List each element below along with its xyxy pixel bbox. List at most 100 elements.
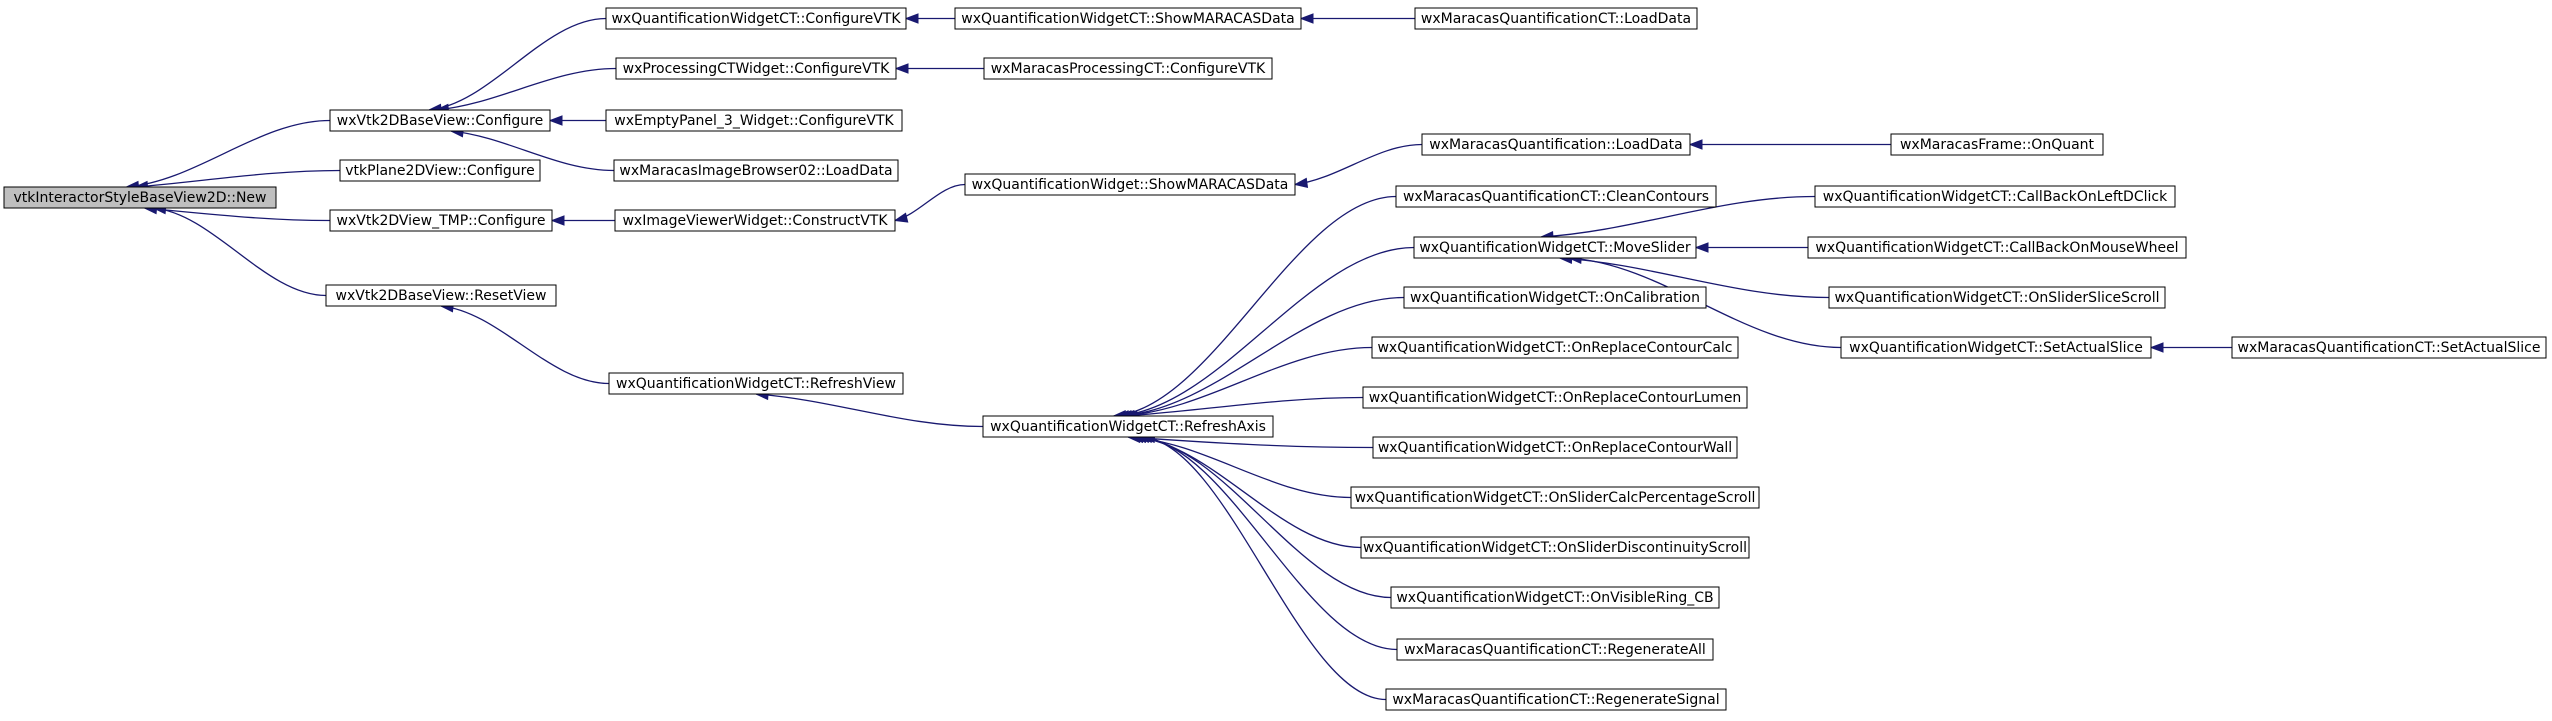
graph-node[interactable]: wxQuantificationWidgetCT::OnReplaceConto… — [1362, 386, 1748, 409]
node-label: wxMaracasQuantification::LoadData — [1429, 137, 1682, 153]
node-label: vtkInteractorStyleBaseView2D::New — [14, 190, 267, 206]
edge-n10-to-n4 — [439, 302, 610, 385]
graph-node[interactable]: wxMaracasQuantificationCT::LoadData — [1414, 7, 1698, 30]
edge-n33-to-n32 — [2149, 342, 2232, 353]
node-label: wxProcessingCTWidget::ConfigureVTK — [623, 61, 891, 77]
graph-node[interactable]: wxMaracasImageBrowser02::LoadData — [613, 159, 899, 182]
node-label: wxQuantificationWidgetCT::OnReplaceConto… — [1369, 390, 1742, 406]
node-label: wxImageViewerWidget::ConstructVTK — [622, 213, 888, 229]
edge-line — [436, 67, 617, 111]
edge-n20-to-n14 — [1120, 346, 1373, 421]
edge-n13-to-n9 — [893, 183, 966, 223]
graph-node[interactable]: wxQuantificationWidgetCT::CallBackOnLeft… — [1814, 185, 2176, 208]
node-box — [613, 159, 899, 182]
node-box — [1385, 688, 1727, 711]
node-box — [1360, 536, 1750, 559]
graph-node[interactable]: wxMaracasQuantificationCT::RegenerateAll — [1396, 638, 1714, 661]
graph-node[interactable]: wxQuantificationWidgetCT::OnReplaceConto… — [1371, 336, 1739, 359]
node-label: wxMaracasProcessingCT::ConfigureVTK — [991, 61, 1266, 77]
edge-n26-to-n14 — [1138, 432, 1398, 651]
graph-node[interactable]: wxQuantificationWidgetCT::CallBackOnMous… — [1807, 236, 2187, 259]
node-label: wxQuantificationWidgetCT::CallBackOnMous… — [1815, 240, 2178, 256]
edge-line — [1540, 195, 1816, 238]
graph-node[interactable]: vtkPlane2DView::Configure — [339, 159, 541, 182]
graph-node[interactable]: wxImageViewerWidget::ConstructVTK — [614, 209, 896, 232]
edge-line — [450, 130, 615, 172]
node-label: vtkPlane2DView::Configure — [345, 163, 534, 179]
edge-line — [1119, 296, 1405, 417]
graph-node[interactable]: wxQuantificationWidgetCT::ShowMARACASDat… — [954, 7, 1302, 30]
root-node[interactable]: vtkInteractorStyleBaseView2D::New — [3, 186, 277, 209]
node-box — [329, 109, 551, 132]
node-label: wxMaracasQuantificationCT::CleanContours — [1403, 189, 1709, 205]
graph-node[interactable]: wxVtk2DBaseView::Configure — [329, 109, 551, 132]
edge-n28-to-n16 — [1688, 139, 1891, 150]
arrow-head-icon — [1299, 13, 1314, 24]
edge-line — [1294, 143, 1423, 186]
node-label: wxQuantificationWidget::ShowMARACASData — [972, 177, 1289, 193]
graph-node[interactable]: wxQuantificationWidgetCT::OnVisibleRing_… — [1390, 586, 1720, 609]
node-box — [1372, 436, 1738, 459]
graph-node[interactable]: wxMaracasFrame::OnQuant — [1890, 133, 2104, 156]
arrow-head-icon — [1694, 242, 1709, 253]
node-label: wxQuantificationWidgetCT::RefreshAxis — [990, 419, 1266, 435]
edge-n1-to-n0 — [124, 119, 331, 192]
graph-node[interactable]: wxQuantificationWidgetCT::OnCalibration — [1403, 286, 1707, 309]
edge-n5-to-n1 — [427, 17, 607, 114]
graph-node[interactable]: wxEmptyPanel_3_Widget::ConfigureVTK — [605, 109, 903, 132]
node-box — [1371, 336, 1739, 359]
edge-line — [1130, 436, 1352, 499]
graph-node[interactable]: wxQuantificationWidgetCT::SetActualSlice — [1840, 336, 2152, 359]
graph-node[interactable]: wxVtk2DBaseView::ResetView — [325, 284, 557, 307]
graph-node[interactable]: wxMaracasProcessingCT::ConfigureVTK — [983, 57, 1273, 80]
edge-n14-to-n10 — [754, 389, 984, 428]
node-label: wxMaracasImageBrowser02::LoadData — [619, 163, 892, 179]
graph-node[interactable]: wxQuantificationWidgetCT::OnReplaceConto… — [1372, 436, 1738, 459]
graph-node[interactable]: wxProcessingCTWidget::ConfigureVTK — [615, 57, 897, 80]
node-label: wxMaracasQuantificationCT::RegenerateSig… — [1392, 692, 1719, 708]
graph-node[interactable]: wxMaracasQuantificationCT::CleanContours — [1395, 185, 1717, 208]
graph-node[interactable]: wxQuantificationWidget::ShowMARACASData — [964, 173, 1296, 196]
arrow-head-icon — [548, 115, 563, 126]
graph-node[interactable]: wxQuantificationWidgetCT::MoveSlider — [1413, 236, 1697, 259]
graph-node[interactable]: wxVtk2DView_TMP::Configure — [329, 209, 553, 232]
node-label: wxVtk2DBaseView::ResetView — [336, 288, 547, 304]
node-label: wxQuantificationWidgetCT::MoveSlider — [1419, 240, 1691, 256]
node-box — [605, 109, 903, 132]
edge-line — [144, 207, 331, 222]
edge-n19-to-n14 — [1117, 296, 1405, 421]
graph-node[interactable]: wxQuantificationWidgetCT::RefreshView — [608, 372, 904, 395]
edge-line — [1133, 436, 1362, 549]
edge-n17-to-n14 — [1112, 195, 1397, 421]
node-label: wxVtk2DBaseView::Configure — [337, 113, 543, 129]
edge-line — [1127, 436, 1374, 449]
graph-node[interactable]: wxQuantificationWidgetCT::OnSliderSliceS… — [1828, 286, 2166, 309]
edge-n24-to-n14 — [1132, 432, 1362, 549]
node-label: wxMaracasQuantificationCT::RegenerateAll — [1404, 642, 1706, 658]
edge-line — [428, 17, 607, 111]
graph-node[interactable]: wxMaracasQuantification::LoadData — [1421, 133, 1691, 156]
node-box — [614, 209, 896, 232]
edge-line — [1136, 436, 1392, 599]
graph-node[interactable]: wxQuantificationWidgetCT::OnSliderCalcPe… — [1350, 486, 1760, 509]
node-box — [964, 173, 1296, 196]
node-box — [1414, 7, 1698, 30]
graph-node[interactable]: wxQuantificationWidgetCT::ConfigureVTK — [605, 7, 907, 30]
node-label: wxEmptyPanel_3_Widget::ConfigureVTK — [614, 113, 894, 129]
graph-node[interactable]: wxMaracasQuantificationCT::SetActualSlic… — [2231, 336, 2547, 359]
graph-node[interactable]: wxQuantificationWidgetCT::RefreshAxis — [982, 415, 1274, 438]
node-label: wxQuantificationWidgetCT::OnReplaceConto… — [1378, 440, 1732, 456]
node-box — [1396, 638, 1714, 661]
edge-line — [135, 169, 341, 188]
node-label: wxQuantificationWidgetCT::ShowMARACASDat… — [961, 11, 1294, 27]
node-box — [1413, 236, 1697, 259]
node-box — [1350, 486, 1760, 509]
node-label: wxMaracasQuantificationCT::SetActualSlic… — [2238, 340, 2541, 356]
node-box — [1390, 586, 1720, 609]
node-box — [1807, 236, 2187, 259]
edge-n30-to-n18 — [1694, 242, 1808, 253]
graph-node[interactable]: wxQuantificationWidgetCT::OnSliderDiscon… — [1360, 536, 1750, 559]
graph-node[interactable]: wxMaracasQuantificationCT::RegenerateSig… — [1385, 688, 1727, 711]
node-label: wxQuantificationWidgetCT::RefreshView — [616, 376, 896, 392]
